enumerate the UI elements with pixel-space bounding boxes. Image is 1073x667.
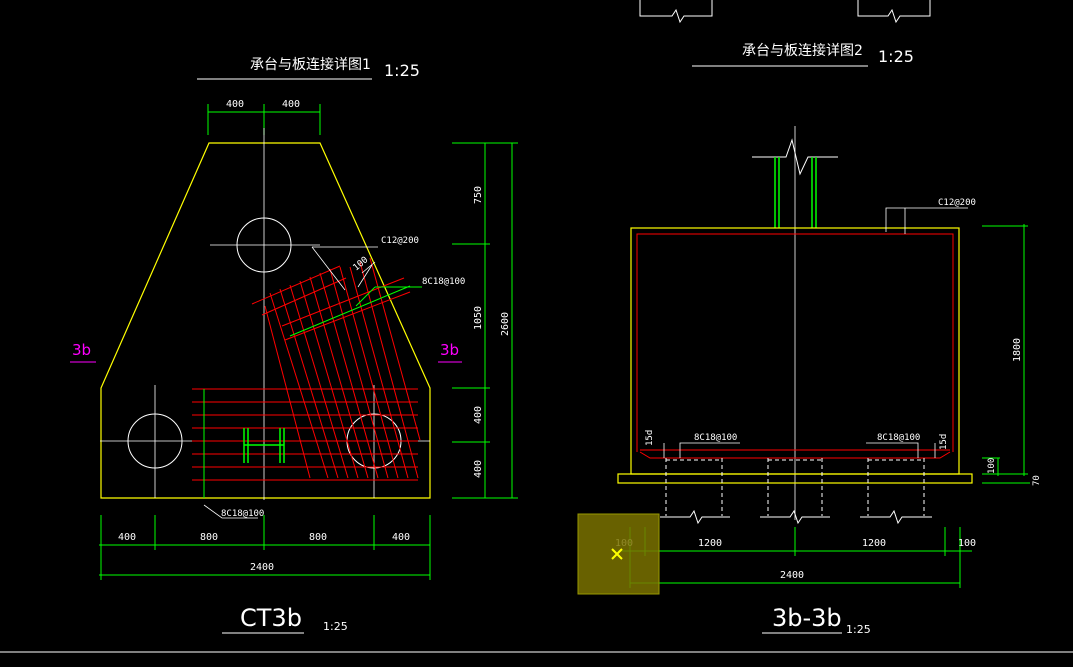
column-above <box>752 126 838 520</box>
right-rebar-bottom-left-label: 8C18@100 <box>694 433 737 443</box>
left-bottom-dimension <box>99 515 431 580</box>
base-dim-70: 70 <box>1032 475 1042 486</box>
left-top-dim-1: 400 <box>226 99 244 110</box>
right-bottom-dim-1200-a: 1200 <box>698 538 722 549</box>
diagonal-rebar <box>251 257 421 479</box>
right-view-name: 3b-3b <box>772 604 842 632</box>
pile-cap-outline <box>100 142 431 499</box>
cap-rebar-cage <box>636 233 954 459</box>
right-view: 承台与板连接详图2 1:25 <box>615 42 1042 636</box>
right-view-title-scale: 1:25 <box>878 47 914 66</box>
left-view-title-scale: 1:25 <box>384 61 420 80</box>
right-rebar-top-label: C12@200 <box>938 198 976 208</box>
right-dim-1050: 1050 <box>473 306 484 330</box>
cap-base-cushion <box>617 473 973 484</box>
bottom-dim-400-a: 400 <box>118 532 136 543</box>
cover-dim-100: 100 <box>987 458 997 474</box>
left-leaders <box>203 246 378 519</box>
right-rebar-bottom-right-label: 8C18@100 <box>877 433 920 443</box>
left-right-dimension <box>452 142 518 499</box>
right-dim-400-a: 400 <box>473 406 484 424</box>
left-rebar-label-c12: C12@200 <box>381 236 419 246</box>
right-bottom-dim-100-b: 100 <box>958 538 976 549</box>
hook-left-label: 15d <box>645 430 655 446</box>
left-rebar-label-8c18-bottom: 8C18@100 <box>221 509 264 519</box>
right-dim-750: 750 <box>473 186 484 204</box>
right-view-title: 承台与板连接详图2 <box>742 42 863 59</box>
pile-top <box>236 217 292 273</box>
left-view-name-scale: 1:25 <box>323 620 348 633</box>
section-mark-left: 3b <box>72 341 91 359</box>
piles-below <box>660 458 932 525</box>
hook-right-label: 15d <box>939 434 949 450</box>
left-top-dim-2: 400 <box>282 99 300 110</box>
right-leaders <box>663 207 968 458</box>
bottom-dim-400-b: 400 <box>392 532 410 543</box>
right-dim-total: 2600 <box>500 312 511 336</box>
left-view-name: CT3b <box>240 604 302 632</box>
left-view: 承台与板连接详图1 1:25 400 400 <box>70 56 518 634</box>
right-vertical-dims <box>982 224 1030 484</box>
left-rebar-label-8c18-diag: 8C18@100 <box>422 277 465 287</box>
left-view-title: 承台与板连接详图1 <box>250 56 371 73</box>
crosshair-cursor-icon <box>611 548 623 560</box>
bottom-dim-800-a: 800 <box>200 532 218 543</box>
section-mark-right: 3b <box>440 341 459 359</box>
right-bottom-dim-1200-b: 1200 <box>862 538 886 549</box>
pile-bottom-left <box>127 413 183 469</box>
bottom-dim-total: 2400 <box>250 562 274 573</box>
height-dim-1800: 1800 <box>1012 338 1023 362</box>
bottom-dim-800-b: 800 <box>309 532 327 543</box>
right-dim-400-b: 400 <box>473 460 484 478</box>
right-view-name-scale: 1:25 <box>846 623 871 636</box>
left-dim-100: 100 <box>352 255 371 273</box>
rebar-markers <box>203 285 411 498</box>
right-bottom-dim-total: 2400 <box>780 570 804 581</box>
horizontal-rebar <box>192 388 418 481</box>
upper-drawing-fragment <box>639 0 931 24</box>
selection-box[interactable] <box>577 513 660 595</box>
